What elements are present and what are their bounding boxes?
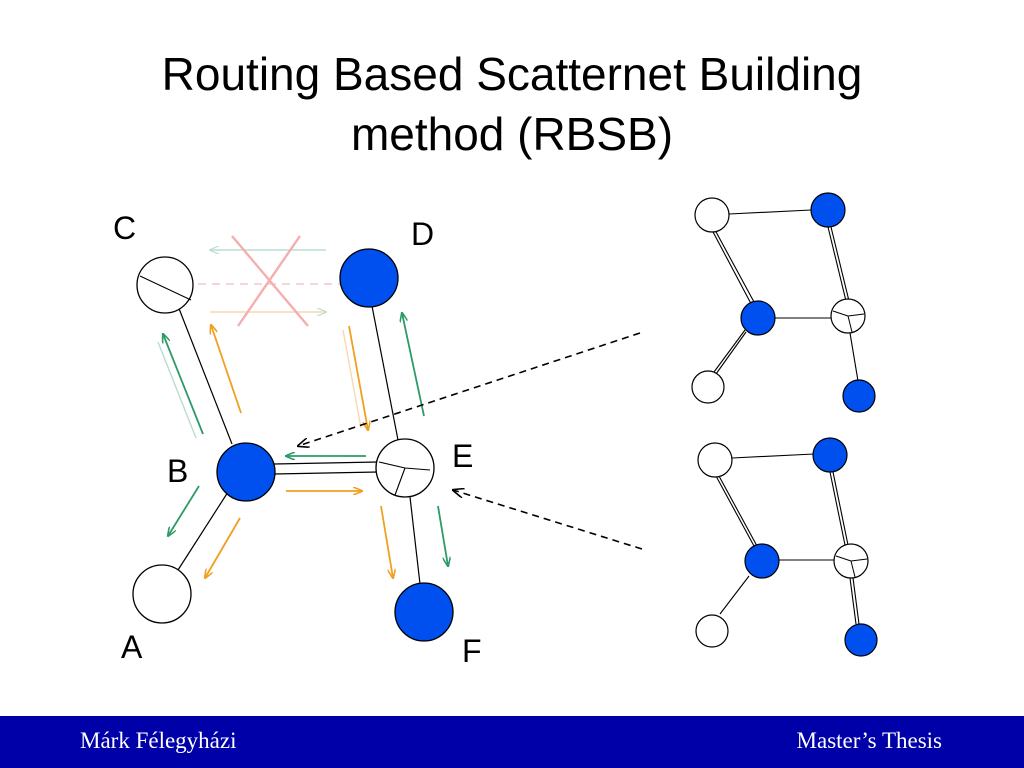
arrow-orange-b-to-c [211, 325, 242, 414]
node-f [394, 582, 454, 642]
node-e [375, 438, 435, 498]
t1-node-f [842, 379, 876, 413]
topology-option-2 [695, 437, 878, 657]
footer-author: Márk Félegyházi [80, 728, 237, 753]
arrow-faint-d-to-e [342, 329, 362, 429]
arrow-faint-b-to-c [157, 341, 197, 439]
t1-node-e [830, 298, 866, 334]
link-d-e [371, 305, 399, 441]
dashed-arrow-to-b [298, 332, 641, 446]
label-e: E [452, 438, 473, 474]
arrow-orange-e-to-f [380, 505, 393, 578]
node-d [339, 248, 399, 308]
label-c: C [113, 210, 136, 246]
title-line-1: Routing Based Scatternet Building [161, 48, 863, 100]
label-a: A [121, 629, 143, 665]
link-c-b [177, 305, 233, 445]
main-nodes [132, 248, 454, 642]
main-links [177, 305, 421, 585]
message-arrows [157, 313, 448, 578]
arrow-green-b-to-c [163, 334, 204, 435]
link-b-a [177, 491, 229, 571]
node-b [216, 442, 276, 502]
link-b-e-top [273, 461, 379, 465]
t1-node-b [740, 300, 776, 336]
t2-node-f [844, 623, 878, 657]
dashed-pointers [298, 332, 643, 550]
t1-node-c [694, 197, 730, 233]
node-labels: C D B E A F [113, 210, 482, 669]
footer-bar: Márk Félegyházi Master’s Thesis [0, 716, 1024, 768]
arrow-orange-d-to-e [348, 325, 368, 430]
arrow-green-b-to-a [168, 485, 200, 536]
slide-title: Routing Based Scatternet Building method… [0, 44, 1024, 164]
scatternet-diagram: C D B E A F [113, 192, 878, 669]
label-f: F [462, 633, 482, 669]
t2-node-c [697, 442, 733, 478]
link-b-e-bottom [273, 471, 379, 475]
topology-option-1 [691, 192, 876, 413]
label-b: B [167, 453, 188, 489]
t1-node-d [810, 192, 846, 228]
node-c [136, 256, 194, 314]
t2-node-d [812, 437, 848, 473]
red-cross [231, 235, 309, 327]
t2-node-a [695, 614, 729, 648]
crossed-out-cd-exchange [198, 235, 340, 327]
node-a [132, 564, 192, 624]
arrow-green-e-to-f [437, 505, 448, 566]
link-e-f [409, 496, 421, 585]
t2-node-e [833, 543, 869, 579]
title-line-2: method (RBSB) [350, 108, 674, 160]
footer-event: Master’s Thesis [796, 728, 942, 753]
arrow-orange-b-to-a [205, 517, 241, 578]
dashed-arrow-to-e [453, 490, 643, 550]
arrow-green-e-to-d [402, 313, 425, 417]
label-d: D [411, 216, 434, 252]
t1-node-a [691, 370, 725, 404]
t2-node-b [744, 543, 780, 579]
